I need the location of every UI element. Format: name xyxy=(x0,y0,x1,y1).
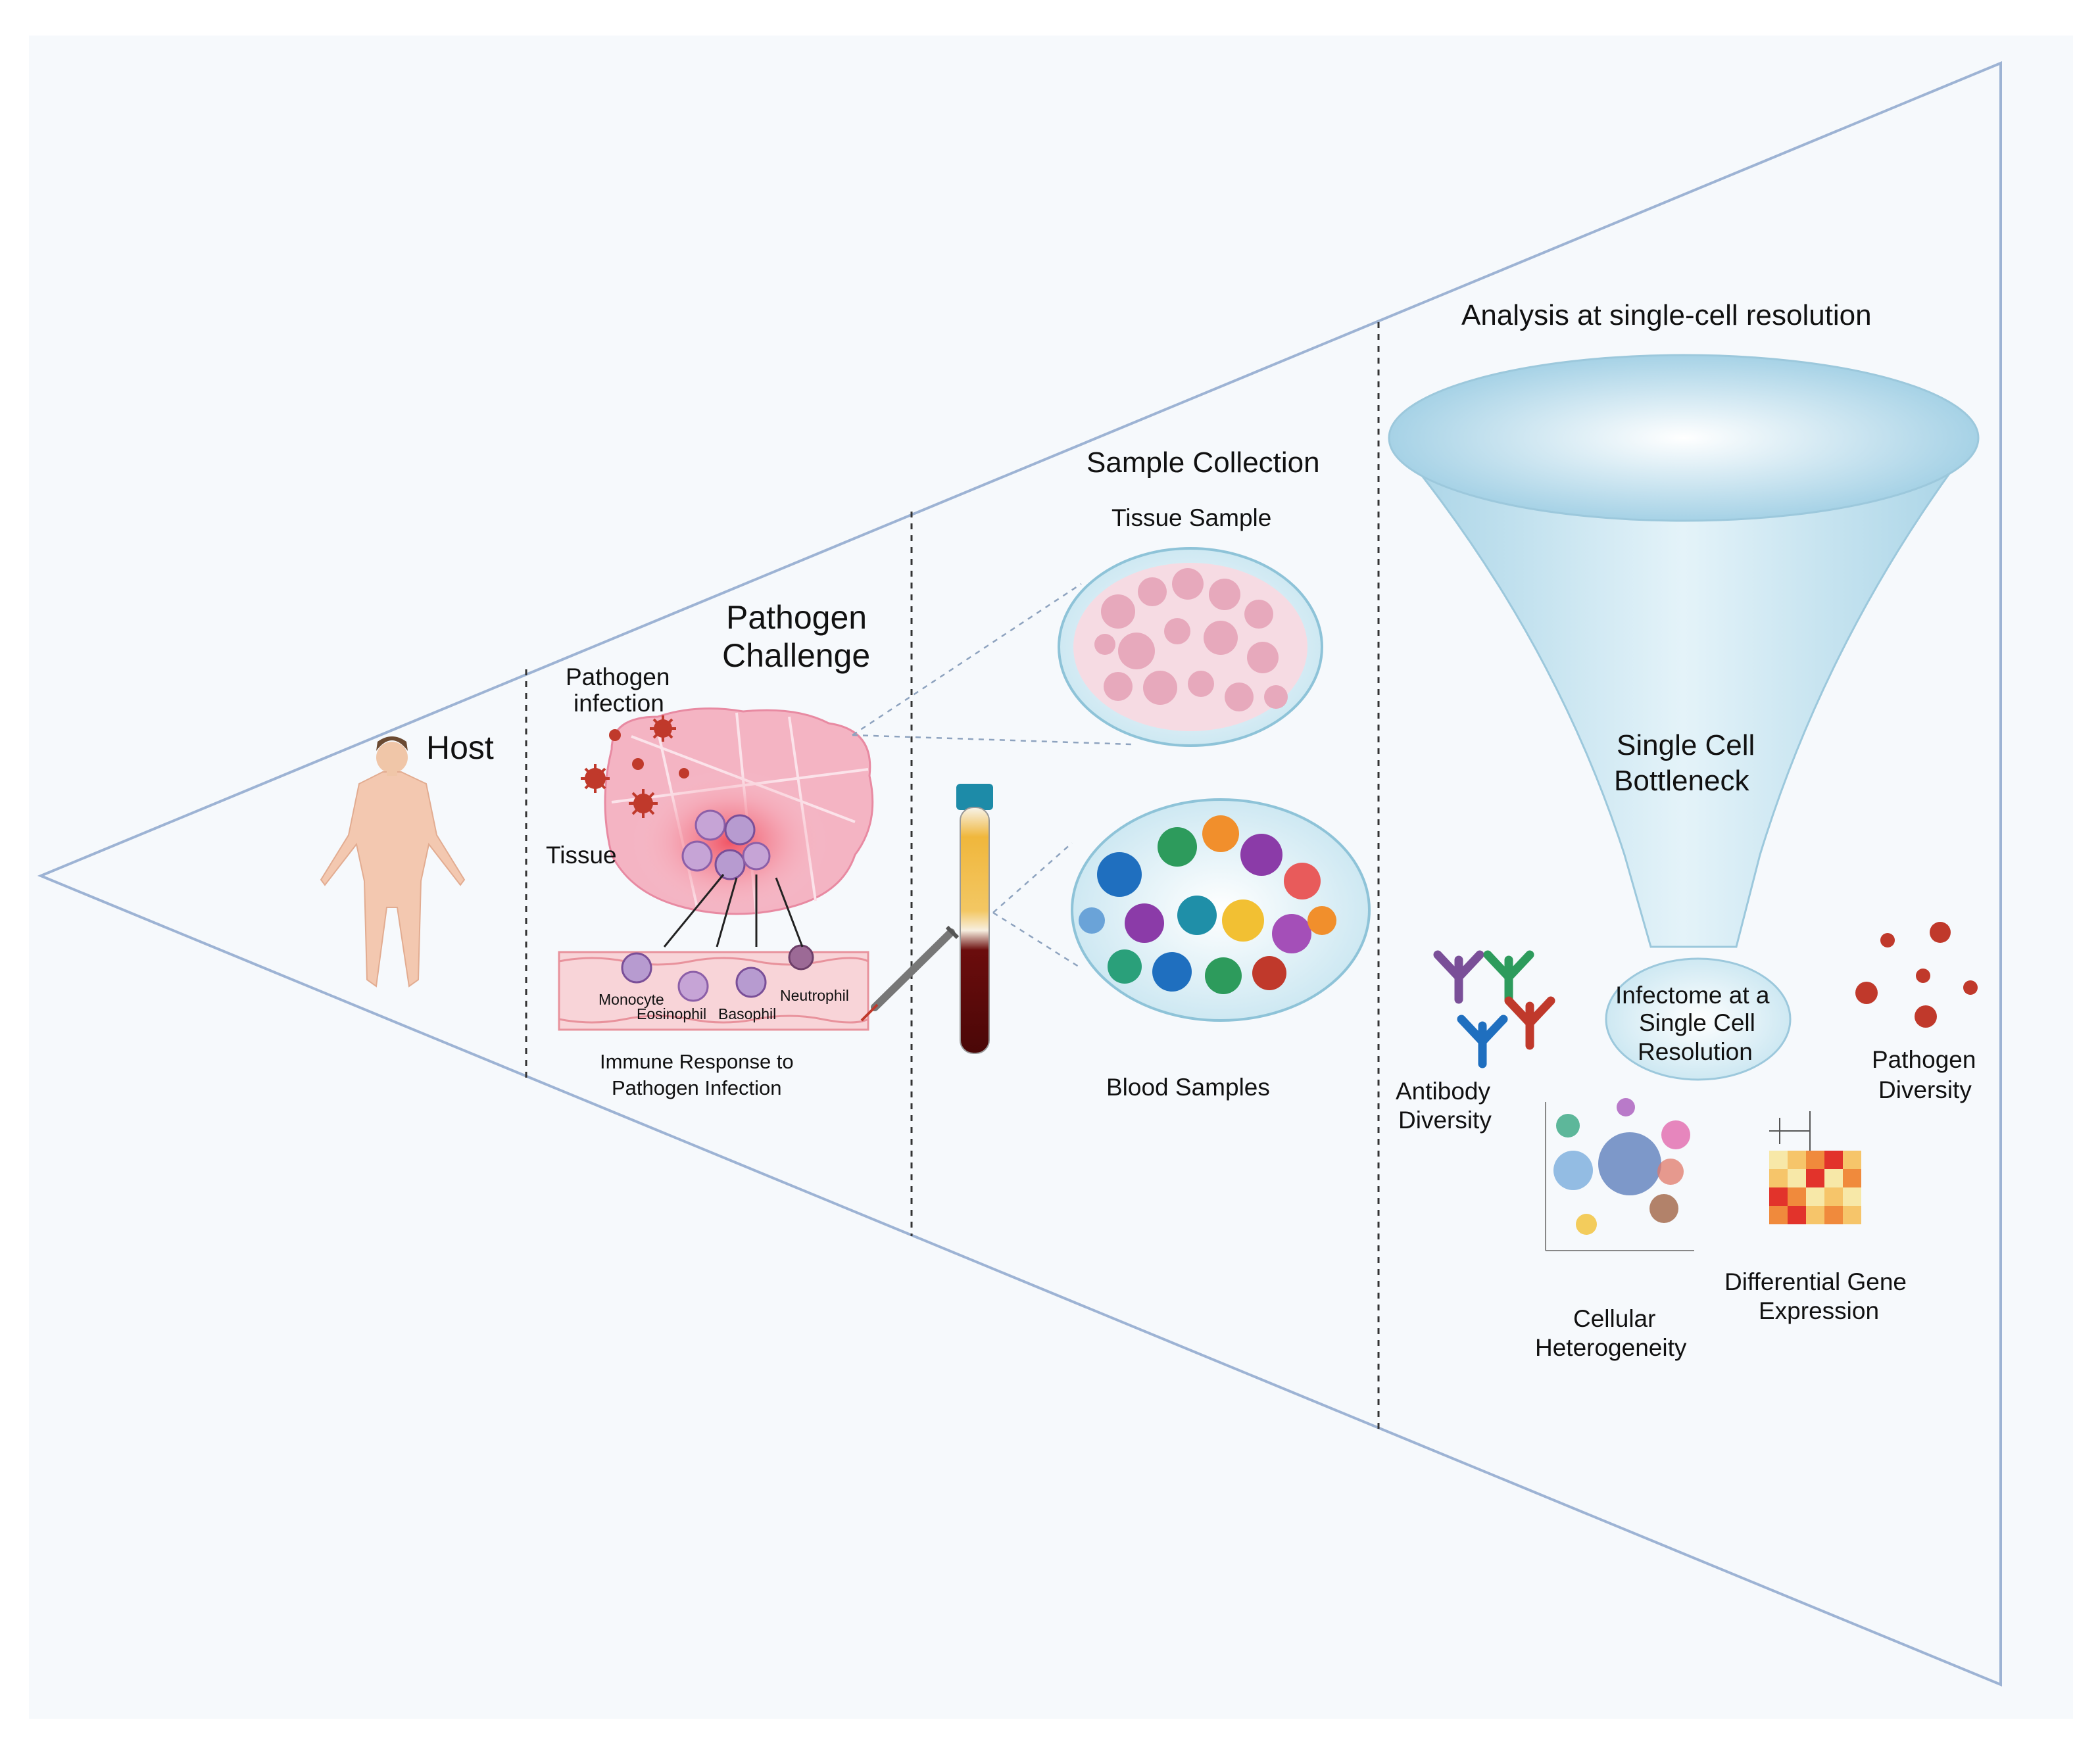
stage-analysis-label: Analysis at single-cell resolution xyxy=(1461,299,1872,331)
basophil-label: Basophil xyxy=(718,1005,776,1022)
tissue-connector-bottom xyxy=(852,734,1132,746)
bottleneck-label-line1: Single Cell xyxy=(1617,729,1755,761)
cellular-heterogeneity-label-line1: Cellular xyxy=(1573,1305,1655,1332)
stage-pathogen-challenge-line2: Challenge xyxy=(722,637,870,674)
pathogen-diversity-label-line2: Diversity xyxy=(1878,1076,1972,1103)
stage-sample-collection-label: Sample Collection xyxy=(1087,446,1320,479)
immune-response-caption-line2: Pathogen Infection xyxy=(612,1076,782,1099)
infectome-label-line1: Infectome at a xyxy=(1615,982,1770,1009)
background-panel xyxy=(29,36,2073,1719)
pathogen-diversity-icons xyxy=(1855,922,1978,1028)
infectome-label-line3: Resolution xyxy=(1638,1038,1753,1065)
pathogen-infection-label-line2: infection xyxy=(574,690,664,717)
monocyte-label: Monocyte xyxy=(598,991,664,1008)
antibody-diversity-label-line1: Antibody xyxy=(1396,1078,1490,1105)
cellular-heterogeneity-label-line2: Heterogeneity xyxy=(1535,1334,1687,1361)
blood-connector-top xyxy=(992,842,1073,913)
neutrophil-label: Neutrophil xyxy=(780,987,849,1004)
pathogen-diversity-label-line1: Pathogen xyxy=(1872,1046,1976,1073)
blood-tube xyxy=(956,784,993,1054)
host-figure xyxy=(320,736,466,988)
blood-sample-oval xyxy=(1071,798,1371,1022)
infectome-oval xyxy=(1605,957,1792,1081)
tissue-sample-label: Tissue Sample xyxy=(1111,504,1271,531)
process-triangle xyxy=(37,61,2002,1687)
immune-response-caption-line1: Immune Response to xyxy=(600,1050,794,1073)
blood-vessel xyxy=(558,874,869,1031)
gene-expression-label-line1: Differential Gene xyxy=(1724,1268,1907,1295)
gene-expression-heatmap xyxy=(1769,1111,1861,1224)
stage-host-label: Host xyxy=(426,729,494,766)
eosinophil-label: Eosinophil xyxy=(637,1005,706,1022)
tissue-label: Tissue xyxy=(546,842,617,869)
antibody-diversity-label-line2: Diversity xyxy=(1398,1107,1492,1134)
infectome-label-line2: Single Cell xyxy=(1639,1009,1755,1036)
tissue-sample-oval xyxy=(1058,547,1323,747)
single-cell-funnel xyxy=(1388,354,1980,948)
antibody-icons xyxy=(1433,950,1555,1068)
pathogen-virus-icons xyxy=(581,715,689,818)
pathogen-infection-label-line1: Pathogen xyxy=(566,663,670,690)
blood-samples-label: Blood Samples xyxy=(1106,1074,1270,1101)
stage-pathogen-challenge-line1: Pathogen xyxy=(726,599,867,636)
tsne-scatter-plot xyxy=(1545,1098,1694,1251)
tissue-block xyxy=(604,707,874,915)
blood-connector-bottom xyxy=(992,911,1079,968)
gene-expression-label-line2: Expression xyxy=(1759,1297,1879,1324)
tissue-connector-top xyxy=(852,583,1082,736)
bottleneck-label-line2: Bottleneck xyxy=(1614,765,1749,797)
syringe-icon xyxy=(860,925,960,1022)
